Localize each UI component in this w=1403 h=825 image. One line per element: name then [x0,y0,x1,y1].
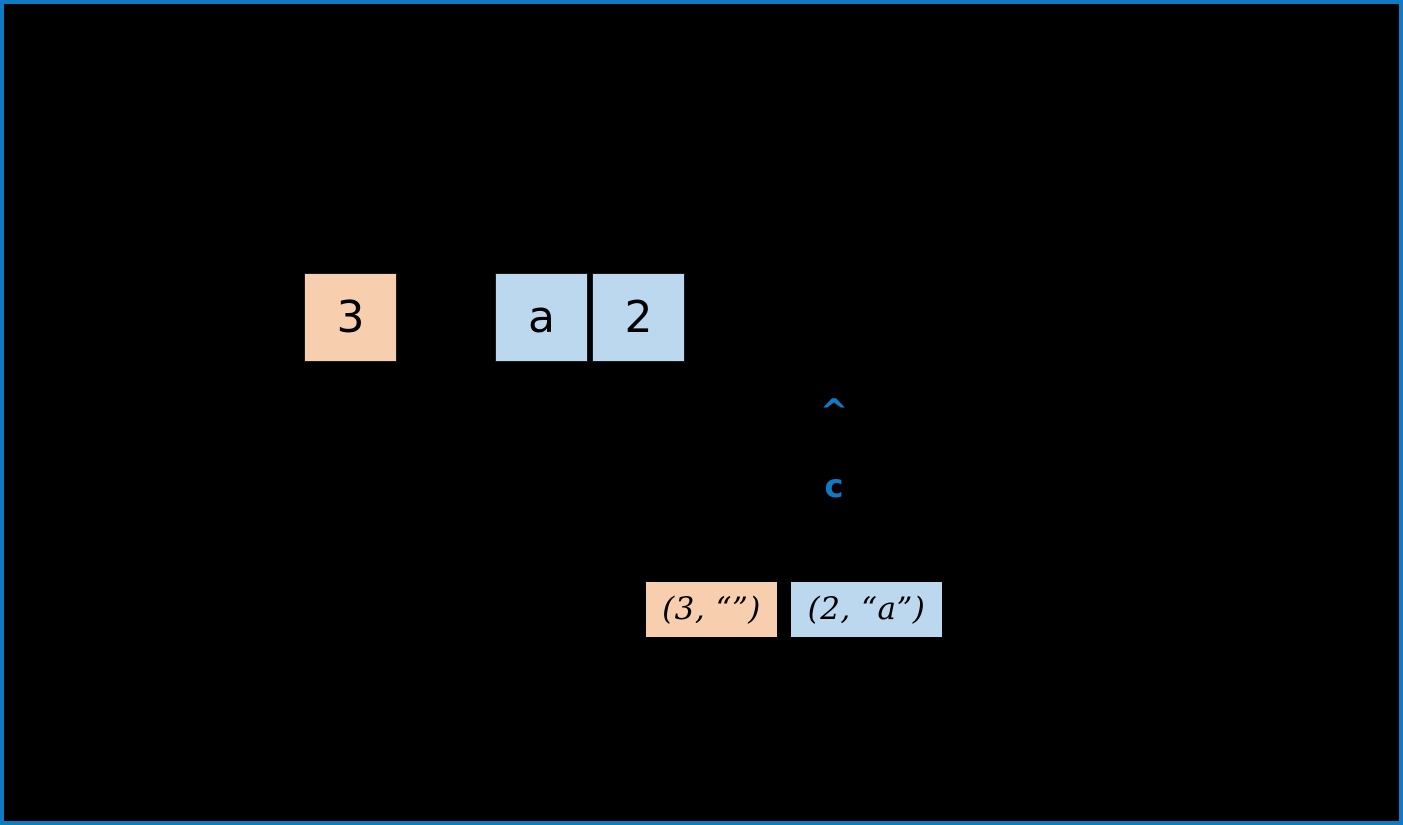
pointer-label-c: c [824,467,844,505]
array-cell-standalone: 3 [304,273,397,362]
array-cell-pair-1: 2 [592,273,685,362]
array-cell-pair-0: a [495,273,588,362]
caret-marker-icon: ^ [819,392,849,432]
result-tuple-0: (3, “”) [646,582,777,637]
result-tuple-1: (2, “a”) [791,582,942,637]
